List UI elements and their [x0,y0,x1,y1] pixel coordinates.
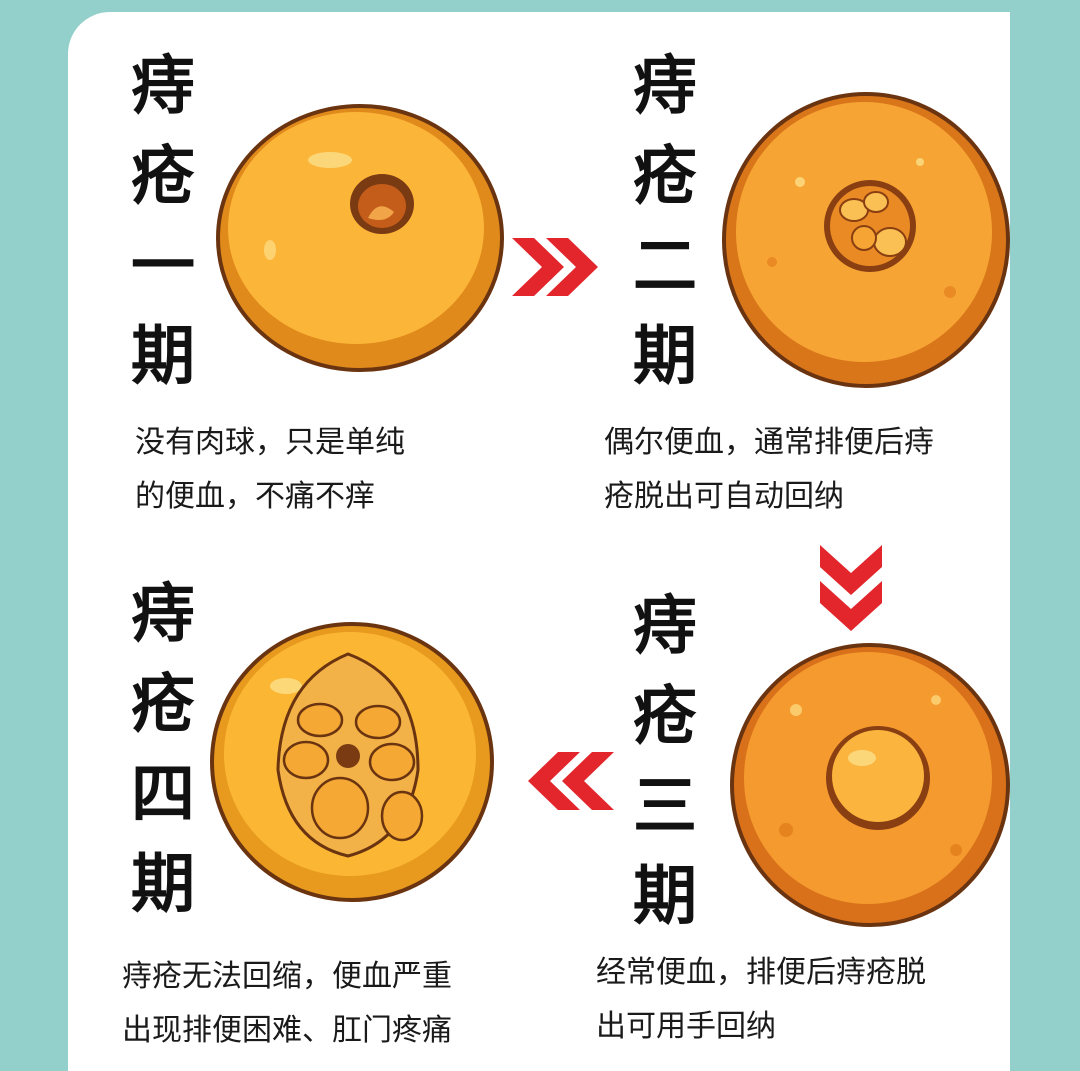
stage-4-title-char: 疮 [131,668,195,742]
stage-2-illustration [722,92,1010,388]
stage-4-title-char: 期 [131,848,195,922]
stage-1-title-char: 期 [131,320,195,394]
stage-4-illustration [210,622,494,902]
stage-1-title-char: 一 [131,230,195,304]
stage-4-title-char: 四 [131,758,195,832]
stage-1-title: 痔 疮 一 期 [123,42,203,402]
arrow-right-icon [512,238,598,296]
stage-3-title-char: 期 [633,860,697,934]
stage-1-title-char: 痔 [131,50,195,124]
stage-2-title: 痔 疮 二 期 [625,42,705,402]
stage-2-description: 偶尔便血，通常排便后痔 疮脱出可自动回纳 [604,416,934,524]
stage-2-title-char: 痔 [633,50,697,124]
stage-3-illustration [730,643,1010,927]
arrow-left-icon [528,752,614,810]
arrow-down-icon [820,545,882,631]
stage-1-description-line: 没有肉球，只是单纯 [135,425,405,460]
stage-4-description-line: 痔疮无法回缩，便血严重 [122,959,452,994]
stage-4-title: 痔 疮 四 期 [123,570,203,930]
stage-4-title-char: 痔 [131,578,195,652]
stage-3-description: 经常便血，排便后痔疮脱 出可用手回纳 [596,946,926,1054]
stage-3-title-char: 三 [633,770,697,844]
stage-1-illustration [216,104,504,372]
stage-3-title-char: 痔 [633,590,697,664]
stage-2-description-line: 偶尔便血，通常排便后痔 [604,425,934,460]
stage-2-title-char: 疮 [633,140,697,214]
stage-3-description-line: 经常便血，排便后痔疮脱 [596,955,926,990]
stage-3-title: 痔 疮 三 期 [625,582,705,942]
stage-2-description-line: 疮脱出可自动回纳 [604,479,844,514]
stage-1-description: 没有肉球，只是单纯 的便血，不痛不痒 [135,416,405,524]
stage-1-description-line: 的便血，不痛不痒 [135,479,375,514]
stage-4-description: 痔疮无法回缩，便血严重 出现排便困难、肛门疼痛 [122,950,452,1058]
stage-2-title-char: 二 [633,230,697,304]
stage-3-description-line: 出可用手回纳 [596,1009,776,1044]
stage-3-title-char: 疮 [633,680,697,754]
stage-1-title-char: 疮 [131,140,195,214]
stage-2-title-char: 期 [633,320,697,394]
stage-4-description-line: 出现排便困难、肛门疼痛 [122,1013,452,1048]
